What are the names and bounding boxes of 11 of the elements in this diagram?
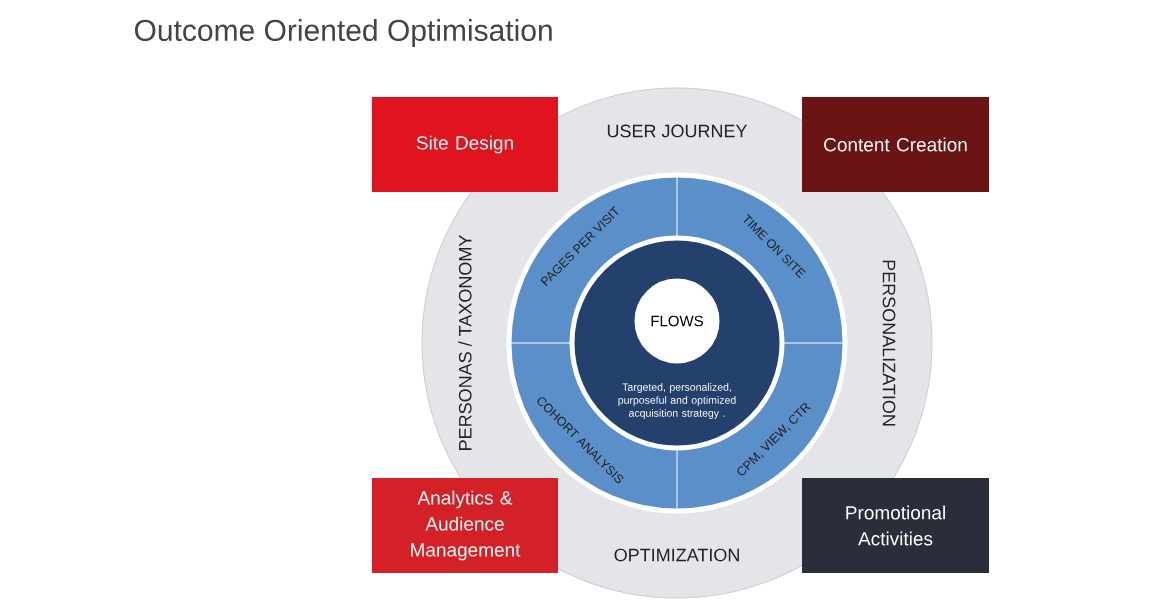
ring-label: PERSONAS / TAXONOMY [458,235,472,450]
colored-box: Site Design [372,97,558,192]
ring-label: OPTIMIZATION [614,548,739,562]
center-label: FLOWS [651,315,703,327]
colored-box: Analytics & Audience Management [372,478,558,573]
ring-label: PERSONALIZATION [882,260,896,426]
colored-box: Promotional Activities [802,478,989,573]
title: Outcome Oriented Optimisation [134,19,552,47]
strategy-text: Targeted, personalized, purposeful and optimized acquisition strategy . [618,383,736,419]
colored-box: Content Creation [802,97,989,192]
ring-label: USER JOURNEY [607,124,748,138]
